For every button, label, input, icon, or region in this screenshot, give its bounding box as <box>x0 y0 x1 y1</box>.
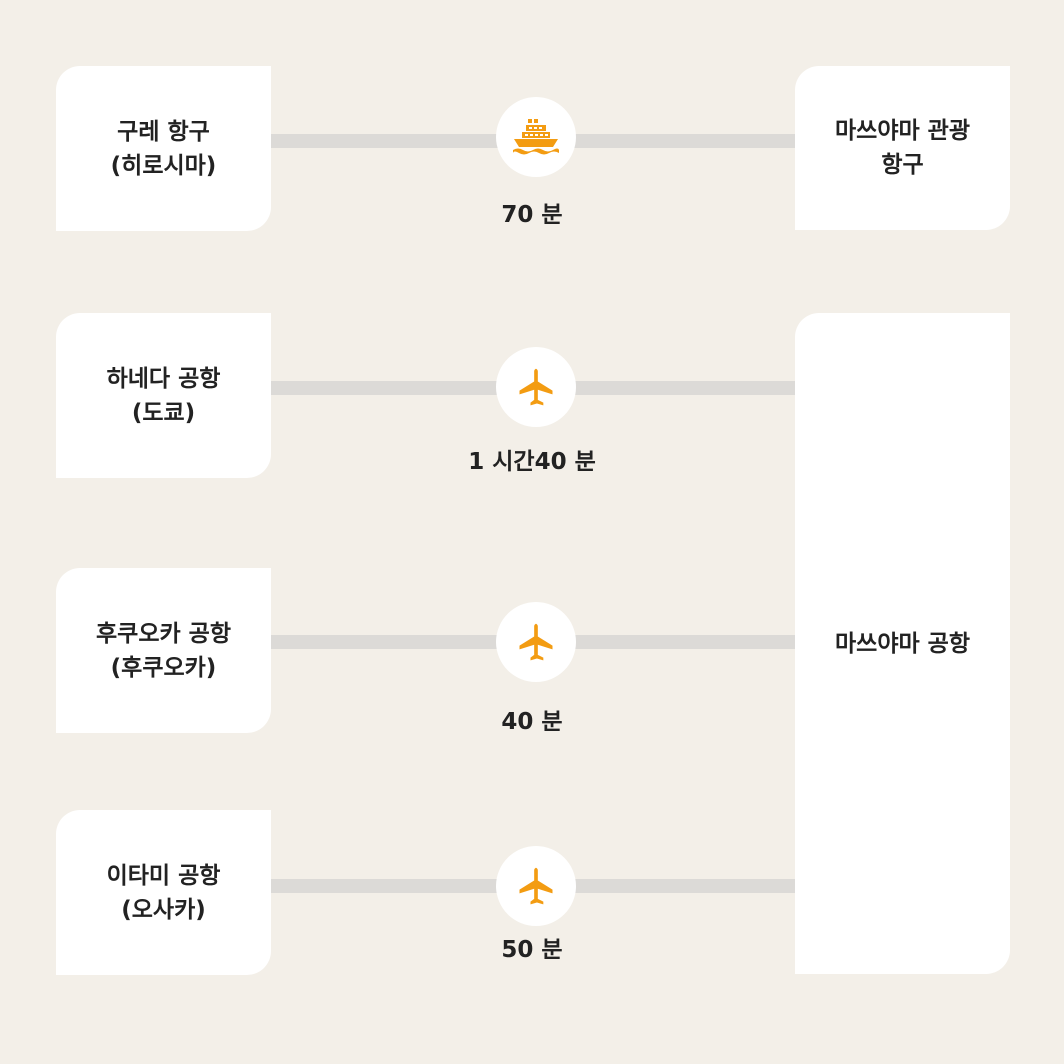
travel-duration: 40 분 <box>501 709 563 735</box>
airplane-icon <box>519 623 553 661</box>
transport-mode-badge <box>496 97 576 177</box>
travel-duration: 50 분 <box>501 937 563 963</box>
transport-mode-badge <box>496 347 576 427</box>
destination-label: 마쓰야마 관광 항구 <box>835 118 970 178</box>
travel-duration: 70 분 <box>501 202 563 228</box>
origin-card-fukuoka-airport: 후쿠오카 공항 (후쿠오카) <box>56 568 271 733</box>
origin-label: 구레 항구 (히로시마) <box>110 118 217 179</box>
origin-label: 후쿠오카 공항 (후쿠오카) <box>96 620 231 681</box>
destination-card-matsuyama-airport: 마쓰야마 공항 <box>795 313 1010 974</box>
airplane-icon <box>519 867 553 905</box>
transport-mode-badge <box>496 846 576 926</box>
ferry-icon <box>513 119 559 155</box>
destination-label: 마쓰야마 공항 <box>835 630 970 657</box>
travel-duration: 1 시간40 분 <box>468 449 596 475</box>
destination-card-matsuyama-port: 마쓰야마 관광 항구 <box>795 66 1010 230</box>
transport-mode-badge <box>496 602 576 682</box>
origin-card-haneda-airport: 하네다 공항 (도쿄) <box>56 313 271 478</box>
origin-label: 하네다 공항 (도쿄) <box>106 365 221 426</box>
airplane-icon <box>519 368 553 406</box>
origin-card-kure-port: 구레 항구 (히로시마) <box>56 66 271 231</box>
origin-label: 이타미 공항 (오사카) <box>106 862 221 923</box>
origin-card-itami-airport: 이타미 공항 (오사카) <box>56 810 271 975</box>
